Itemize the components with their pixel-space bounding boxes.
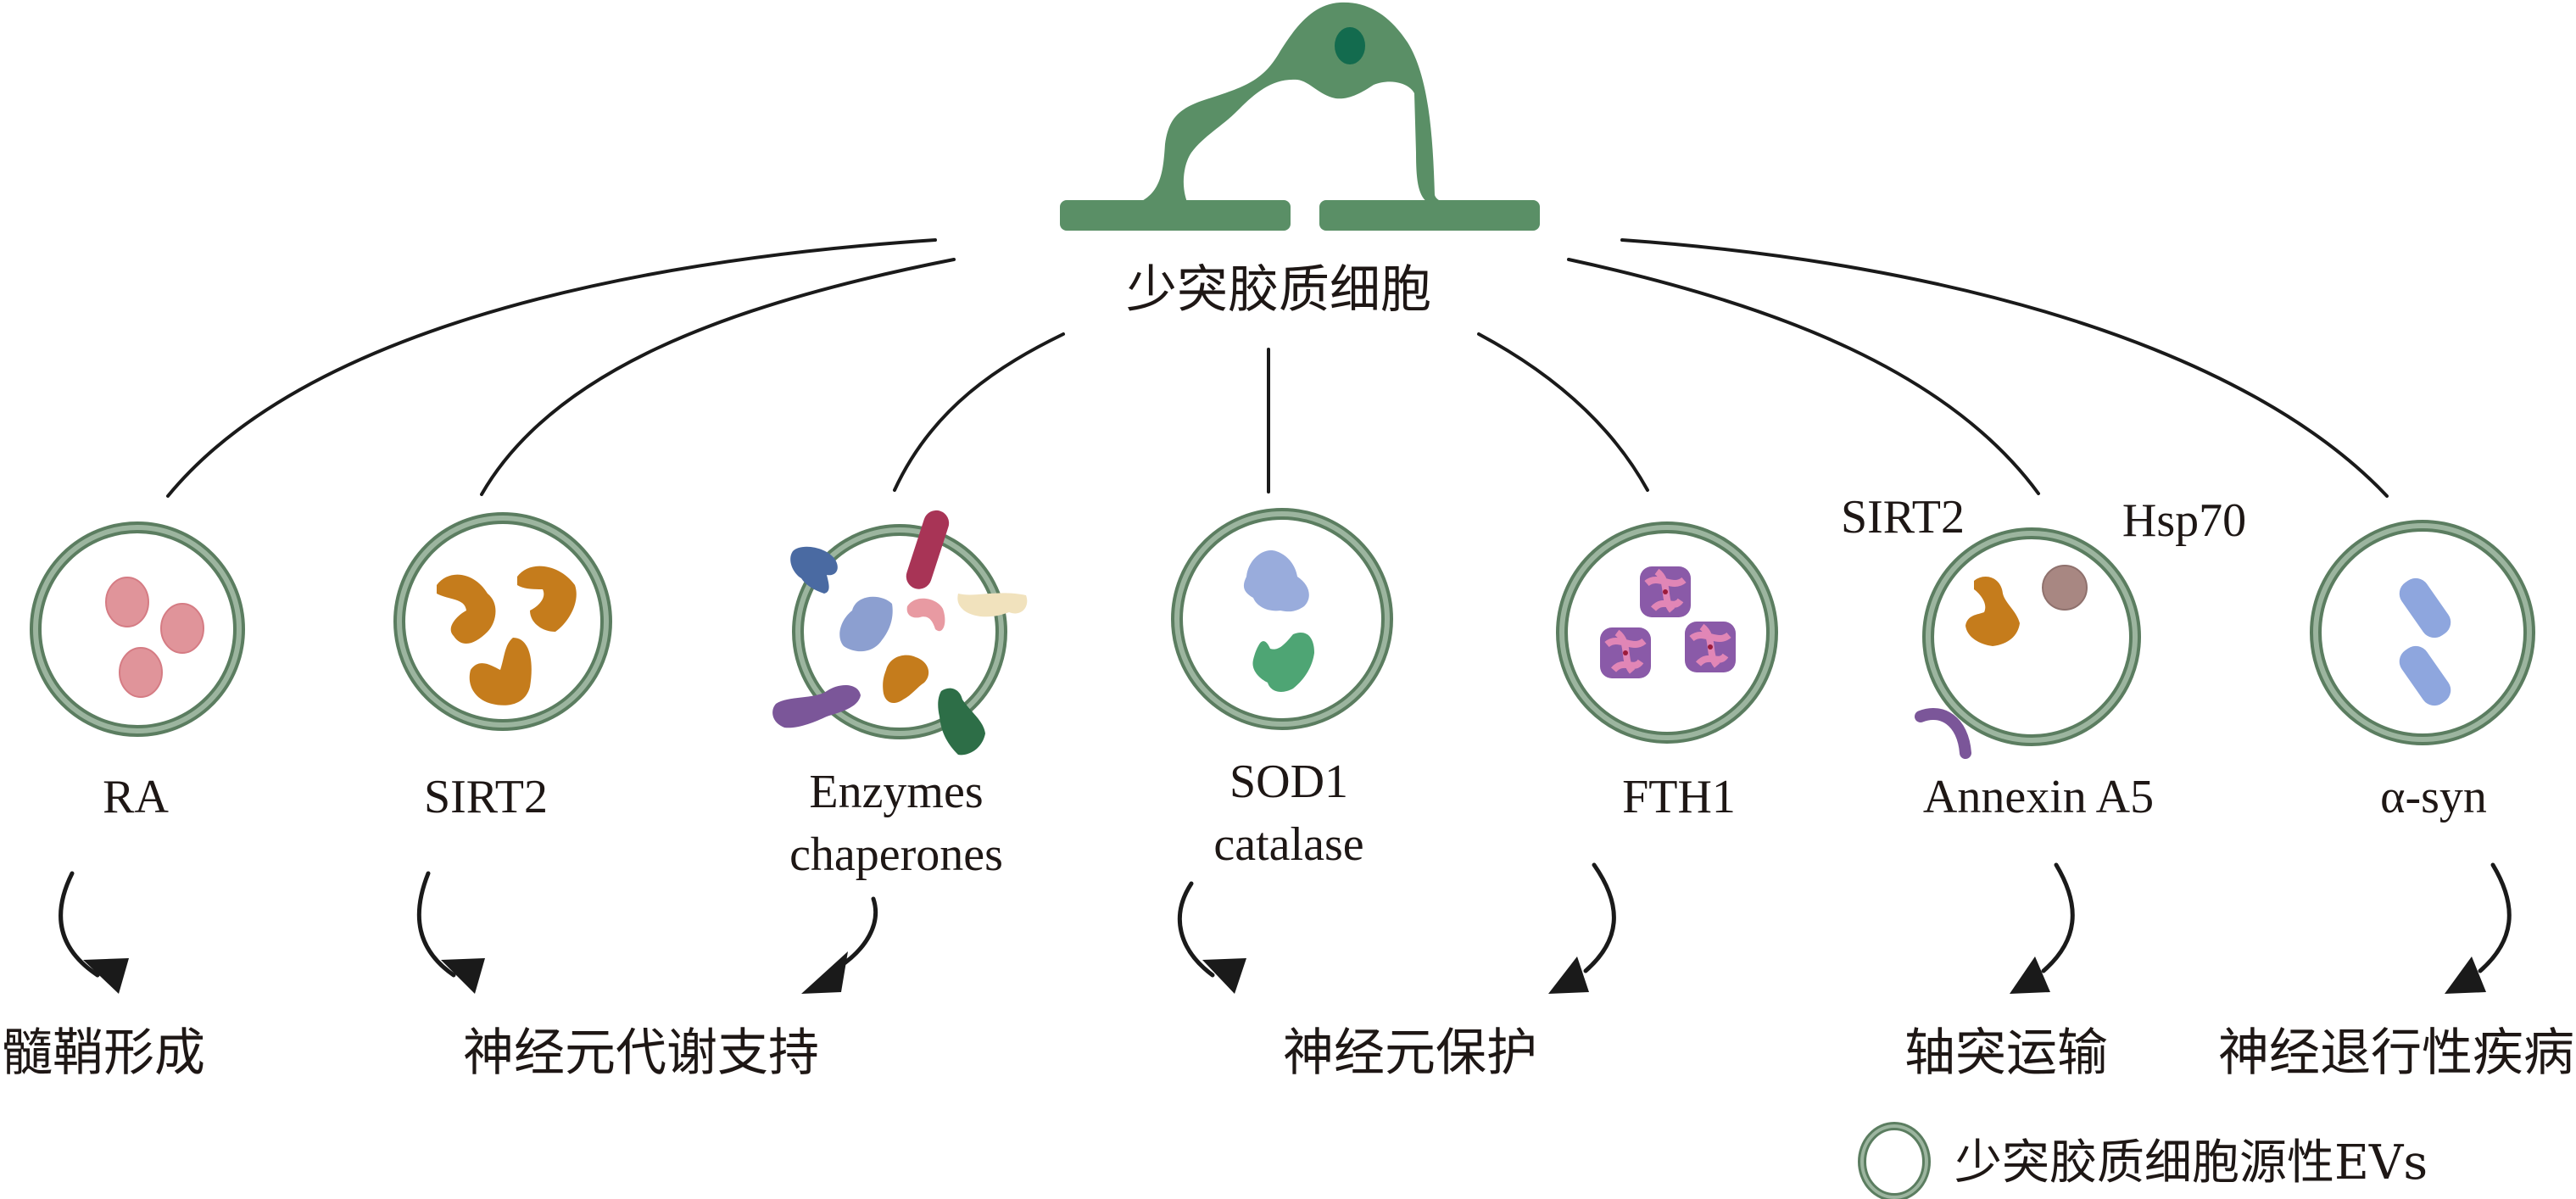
cell-nucleus	[1335, 27, 1365, 64]
vesicles	[30, 508, 2535, 759]
vesicle-enzymes	[772, 510, 1028, 756]
arrowhead-icon	[1202, 958, 1246, 994]
vesicle-sod1	[1171, 508, 1393, 730]
arrow-asyn-to-neurodegeneration	[2478, 862, 2512, 973]
sirt2-protein-icon	[469, 638, 532, 705]
arrow-sod1-to-neuroprotection	[1177, 881, 1215, 978]
arrowhead-icon	[1548, 956, 1589, 994]
connector-annexin	[1567, 258, 2040, 495]
outcome-myelination: 髓鞘形成	[2, 1023, 205, 1083]
ra-particle-icon	[160, 603, 204, 654]
hsp70-sphere-icon	[2042, 565, 2088, 611]
sirt2-protein-icon	[1965, 577, 2020, 646]
orange-protein-icon	[883, 655, 929, 704]
purple-protein-icon	[772, 685, 861, 728]
ra-particle-icon	[105, 577, 149, 627]
arrow-ra-to-myelination	[59, 871, 100, 978]
outcome-labels: 髓鞘形成 神经元代谢支持 神经元保护 轴突运输 神经退行性疾病	[2, 1023, 2574, 1083]
connector-sirt2	[480, 258, 956, 496]
outcome-neurodegeneration: 神经退行性疾病	[2218, 1023, 2574, 1083]
arrow-annexin-to-axonal	[2041, 862, 2075, 973]
legend: 少突胶质细胞源性EVs	[1858, 1122, 2428, 1199]
lavender-protein-icon	[839, 596, 893, 652]
sirt2-protein-icon	[437, 574, 496, 644]
vesicle-fth1	[1556, 521, 1778, 744]
oligodendrocyte-cell-icon	[1060, 2, 1540, 231]
cell-body	[1140, 2, 1446, 202]
alpha-synuclein-icon	[2399, 577, 2451, 639]
label-catalase: catalase	[1213, 818, 1363, 871]
blue-protein-icon	[790, 546, 838, 594]
outcome-axonal-transport: 轴突运输	[1904, 1023, 2108, 1083]
vesicle-annexin	[1915, 527, 2141, 759]
connector-fth1	[1477, 332, 1649, 492]
ra-particle-icon	[119, 647, 163, 698]
arrowhead-icon	[801, 951, 848, 994]
catalase-protein-icon	[1252, 633, 1314, 692]
outcome-neuroprotection: 神经元保护	[1283, 1023, 1537, 1083]
pink-protein-icon	[906, 598, 945, 632]
outcome-metabolic-support: 神经元代谢支持	[463, 1023, 819, 1083]
arrow-sirt2-to-metabolic	[416, 871, 456, 978]
label-sod1: SOD1	[1229, 756, 1348, 808]
label-ra: RA	[103, 771, 169, 823]
cream-protein-icon	[957, 593, 1028, 617]
annexin-arc-icon	[1915, 708, 1971, 759]
cell-process-right	[1319, 200, 1540, 231]
red-rod-protein-icon	[906, 510, 950, 589]
vesicle-sirt2	[393, 512, 612, 731]
outcome-arrows	[59, 862, 2512, 994]
vesicle-labels: RA SIRT2 Enzymes chaperones SOD1 catalas…	[103, 491, 2487, 881]
sirt2-protein-icon	[517, 566, 577, 632]
ferritin-complex-icon	[1600, 627, 1651, 678]
connector-ra	[166, 238, 937, 498]
label-fth1: FTH1	[1622, 771, 1736, 823]
label-hsp70: Hsp70	[2122, 494, 2246, 547]
oligodendrocyte-title: 少突胶质细胞	[1126, 260, 1431, 320]
label-sirt2: SIRT2	[424, 771, 548, 823]
legend-label: 少突胶质细胞源性EVs	[1954, 1135, 2428, 1191]
arrowhead-icon	[2010, 956, 2050, 994]
cell-process-left	[1060, 200, 1291, 231]
arrowhead-icon	[441, 958, 485, 994]
ferritin-complex-icon	[1640, 566, 1691, 617]
vesicle-ra	[30, 521, 245, 737]
alpha-synuclein-icon	[2399, 645, 2451, 706]
arrow-enzymes-to-metabolic	[837, 896, 878, 969]
connectors	[166, 238, 2389, 498]
connector-asyn	[1620, 238, 2389, 498]
vesicle-asyn	[2310, 520, 2535, 745]
green-protein-icon	[938, 688, 985, 756]
label-enzymes: Enzymes	[809, 766, 983, 818]
label-alpha-syn: α-syn	[2380, 771, 2487, 823]
ferritin-complex-icon	[1685, 622, 1736, 672]
arrowhead-icon	[83, 958, 129, 994]
connector-enzymes	[893, 332, 1065, 492]
sod1-protein-icon	[1243, 550, 1309, 612]
label-annexin-a5: Annexin A5	[1923, 771, 2154, 823]
label-chaperones: chaperones	[789, 828, 1003, 881]
arrowhead-icon	[2445, 956, 2486, 994]
arrow-fth1-to-neuroprotection	[1583, 862, 1616, 973]
label-sirt2-side: SIRT2	[1841, 491, 1965, 544]
